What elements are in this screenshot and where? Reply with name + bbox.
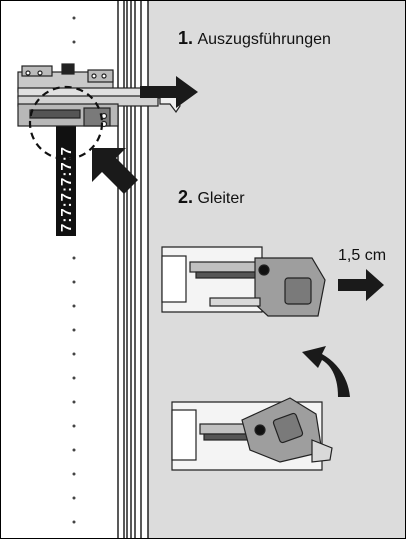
distance-label: 1,5 cm [338,247,387,264]
right-arrow-icon [140,76,198,108]
highlight-circle [28,85,104,161]
step-1-label: 1. Auszugsführungen [178,28,331,49]
perforated-strip [56,108,76,236]
step-2-number: 2. [178,187,194,207]
diagonal-up-left-arrow-icon [92,148,138,194]
step-2-text: Gleiter [197,190,245,207]
hole-dots [72,16,76,524]
right-arrow-icon [338,269,384,301]
step-1-number: 1. [178,28,194,48]
step-1-text: Auszugsführungen [197,31,331,48]
curved-rotate-arrow-icon [302,346,350,397]
step-2-label: 2. Gleiter [178,187,245,208]
strip-marks: 7:7:7:7:7:7 [58,146,75,232]
glider-bottom [171,397,333,471]
glider-top [161,246,326,317]
cabinet-edge-lines [117,1,149,538]
